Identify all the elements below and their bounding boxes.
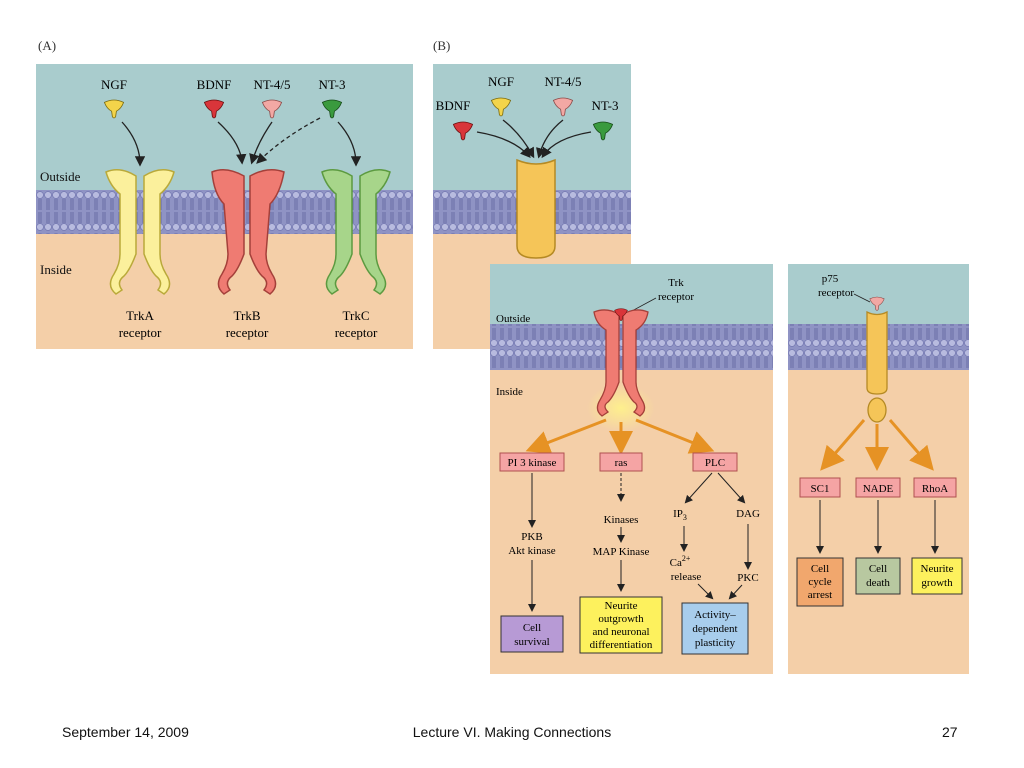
- b-arrow-ngf: [502, 119, 535, 159]
- inside-label: Inside: [40, 262, 72, 277]
- neurite-growth-box: [911, 557, 963, 595]
- neurite-outgrowth-line-2: outgrowth: [598, 613, 644, 625]
- b-p75-receptor-shape: [516, 158, 556, 259]
- plc-arrow-dag: [717, 472, 746, 504]
- p75-arrow-sc1: [820, 419, 866, 471]
- arrow-bdnf-trkb: [217, 121, 247, 165]
- ligand-label-nt3: NT-3: [319, 77, 346, 92]
- b-arrow-nt3: [541, 131, 592, 159]
- kinases-label: Kinases: [604, 514, 639, 526]
- footer-title: Lecture VI. Making Connections: [412, 724, 612, 740]
- ligand-label-bdnf: BDNF: [197, 77, 232, 92]
- trkb-receptor-shape: [211, 169, 285, 295]
- pkc-to-plasticity-arrow: [728, 584, 743, 600]
- arrow-ngf-trka: [121, 121, 146, 167]
- neurite-growth-line-1: Neurite: [921, 563, 954, 575]
- cell-cycle-line-2: cycle: [808, 576, 831, 588]
- akt-label: Akt kinase: [508, 545, 555, 557]
- trk-inside-label: Inside: [496, 386, 523, 398]
- p75-receptor-pointer: [853, 293, 871, 303]
- cell-cycle-line-3: arrest: [808, 589, 832, 601]
- trk-arrow-plc: [635, 418, 715, 454]
- cell-death-box: [855, 557, 901, 595]
- p75-death-domain-shape: [867, 397, 887, 423]
- sc1-box: [799, 477, 841, 498]
- pi3k-box: [499, 452, 565, 472]
- b-ligand-label-nt3: NT-3: [592, 98, 619, 113]
- plc-label: PLC: [705, 457, 725, 469]
- neurite-outgrowth-box: [579, 596, 663, 654]
- p75-arrow-rhoa: [888, 419, 934, 471]
- nade-label: NADE: [863, 483, 894, 495]
- trkb-sublabel: receptor: [226, 325, 269, 340]
- panel-label-b: (B): [433, 38, 451, 53]
- trka-label: TrkA: [126, 308, 154, 323]
- footer-date: September 14, 2009: [62, 724, 189, 740]
- trkc-receptor-shape: [321, 169, 391, 295]
- p75-receptor-label-2: receptor: [818, 287, 854, 299]
- b-ligand-label-nt45: NT-4/5: [544, 74, 581, 89]
- dag-label: DAG: [736, 508, 760, 520]
- p75-receptor-shape: [866, 310, 888, 395]
- ca-release-label: release: [671, 571, 702, 583]
- arrow-nt3-trkb-dashed: [256, 117, 321, 164]
- panel-a-diagram: Outside Inside NGF BDNF NT-4/5 NT-3 TrkA…: [36, 64, 413, 349]
- ras-box: [599, 452, 643, 472]
- activity-plasticity-box: [681, 602, 749, 655]
- neurite-outgrowth-line-4: differentiation: [590, 639, 653, 651]
- pi3k-label: PI 3 kinase: [508, 457, 557, 469]
- cell-cycle-arrest-box: [796, 557, 844, 607]
- rhoa-box: [913, 477, 957, 498]
- ras-label: ras: [615, 457, 628, 469]
- cell-survival-line-1: Cell: [523, 622, 541, 634]
- trka-receptor-shape: [105, 169, 175, 295]
- plasticity-line-1: Activity–: [694, 609, 736, 621]
- nade-box: [855, 477, 901, 498]
- trk-arrow-pi3k: [525, 418, 607, 454]
- plc-box: [692, 452, 738, 472]
- cell-death-line-1: Cell: [869, 563, 887, 575]
- cell-death-line-2: death: [866, 577, 890, 589]
- trk-receptor-shape: [593, 309, 649, 417]
- ligand-label-ngf: NGF: [101, 77, 127, 92]
- trk-outside-label: Outside: [496, 313, 530, 325]
- trka-sublabel: receptor: [119, 325, 162, 340]
- pkc-label: PKC: [737, 572, 758, 584]
- outside-label: Outside: [40, 169, 81, 184]
- neurite-outgrowth-line-3: and neuronal: [592, 626, 649, 638]
- neurite-outgrowth-line-1: Neurite: [605, 600, 638, 612]
- trkc-label: TrkC: [343, 308, 370, 323]
- ca-label: Ca2+: [670, 554, 691, 569]
- b-arrow-nt45: [536, 119, 564, 159]
- trk-pathway-panel: Outside Inside Trk receptor PI 3 kinase …: [490, 264, 773, 674]
- arrow-nt45-trkb: [249, 121, 273, 165]
- cell-survival-box: [500, 615, 564, 653]
- trkb-label: TrkB: [234, 308, 261, 323]
- map-kinase-label: MAP Kinase: [593, 546, 650, 558]
- plc-arrow-ip3: [684, 472, 713, 504]
- b-ligand-label-ngf: NGF: [488, 74, 514, 89]
- ligand-label-nt45: NT-4/5: [253, 77, 290, 92]
- plasticity-line-2: dependent: [692, 623, 737, 635]
- sc1-label: SC1: [811, 483, 830, 495]
- ca-to-plasticity-arrow: [697, 583, 714, 600]
- trk-receptor-label-1: Trk: [668, 277, 684, 289]
- p75-pathway-panel: p75 receptor SC1 NADE RhoA Cell cycle ar…: [788, 264, 969, 674]
- panel-label-a: (A): [38, 38, 57, 53]
- p75-receptor-label-1: p75: [822, 273, 839, 285]
- arrow-nt3-trkc: [337, 121, 362, 167]
- neurite-growth-line-2: growth: [921, 577, 953, 589]
- cell-survival-line-2: survival: [514, 636, 549, 648]
- cell-cycle-line-1: Cell: [811, 563, 829, 575]
- pkb-label: PKB: [521, 531, 542, 543]
- ip3-label: IP3: [673, 508, 687, 522]
- b-ligand-label-bdnf: BDNF: [436, 98, 471, 113]
- rhoa-label: RhoA: [922, 483, 948, 495]
- footer-page-number: 27: [942, 724, 958, 740]
- trk-receptor-label-2: receptor: [658, 291, 694, 303]
- plasticity-line-3: plasticity: [695, 637, 736, 649]
- trkc-sublabel: receptor: [335, 325, 378, 340]
